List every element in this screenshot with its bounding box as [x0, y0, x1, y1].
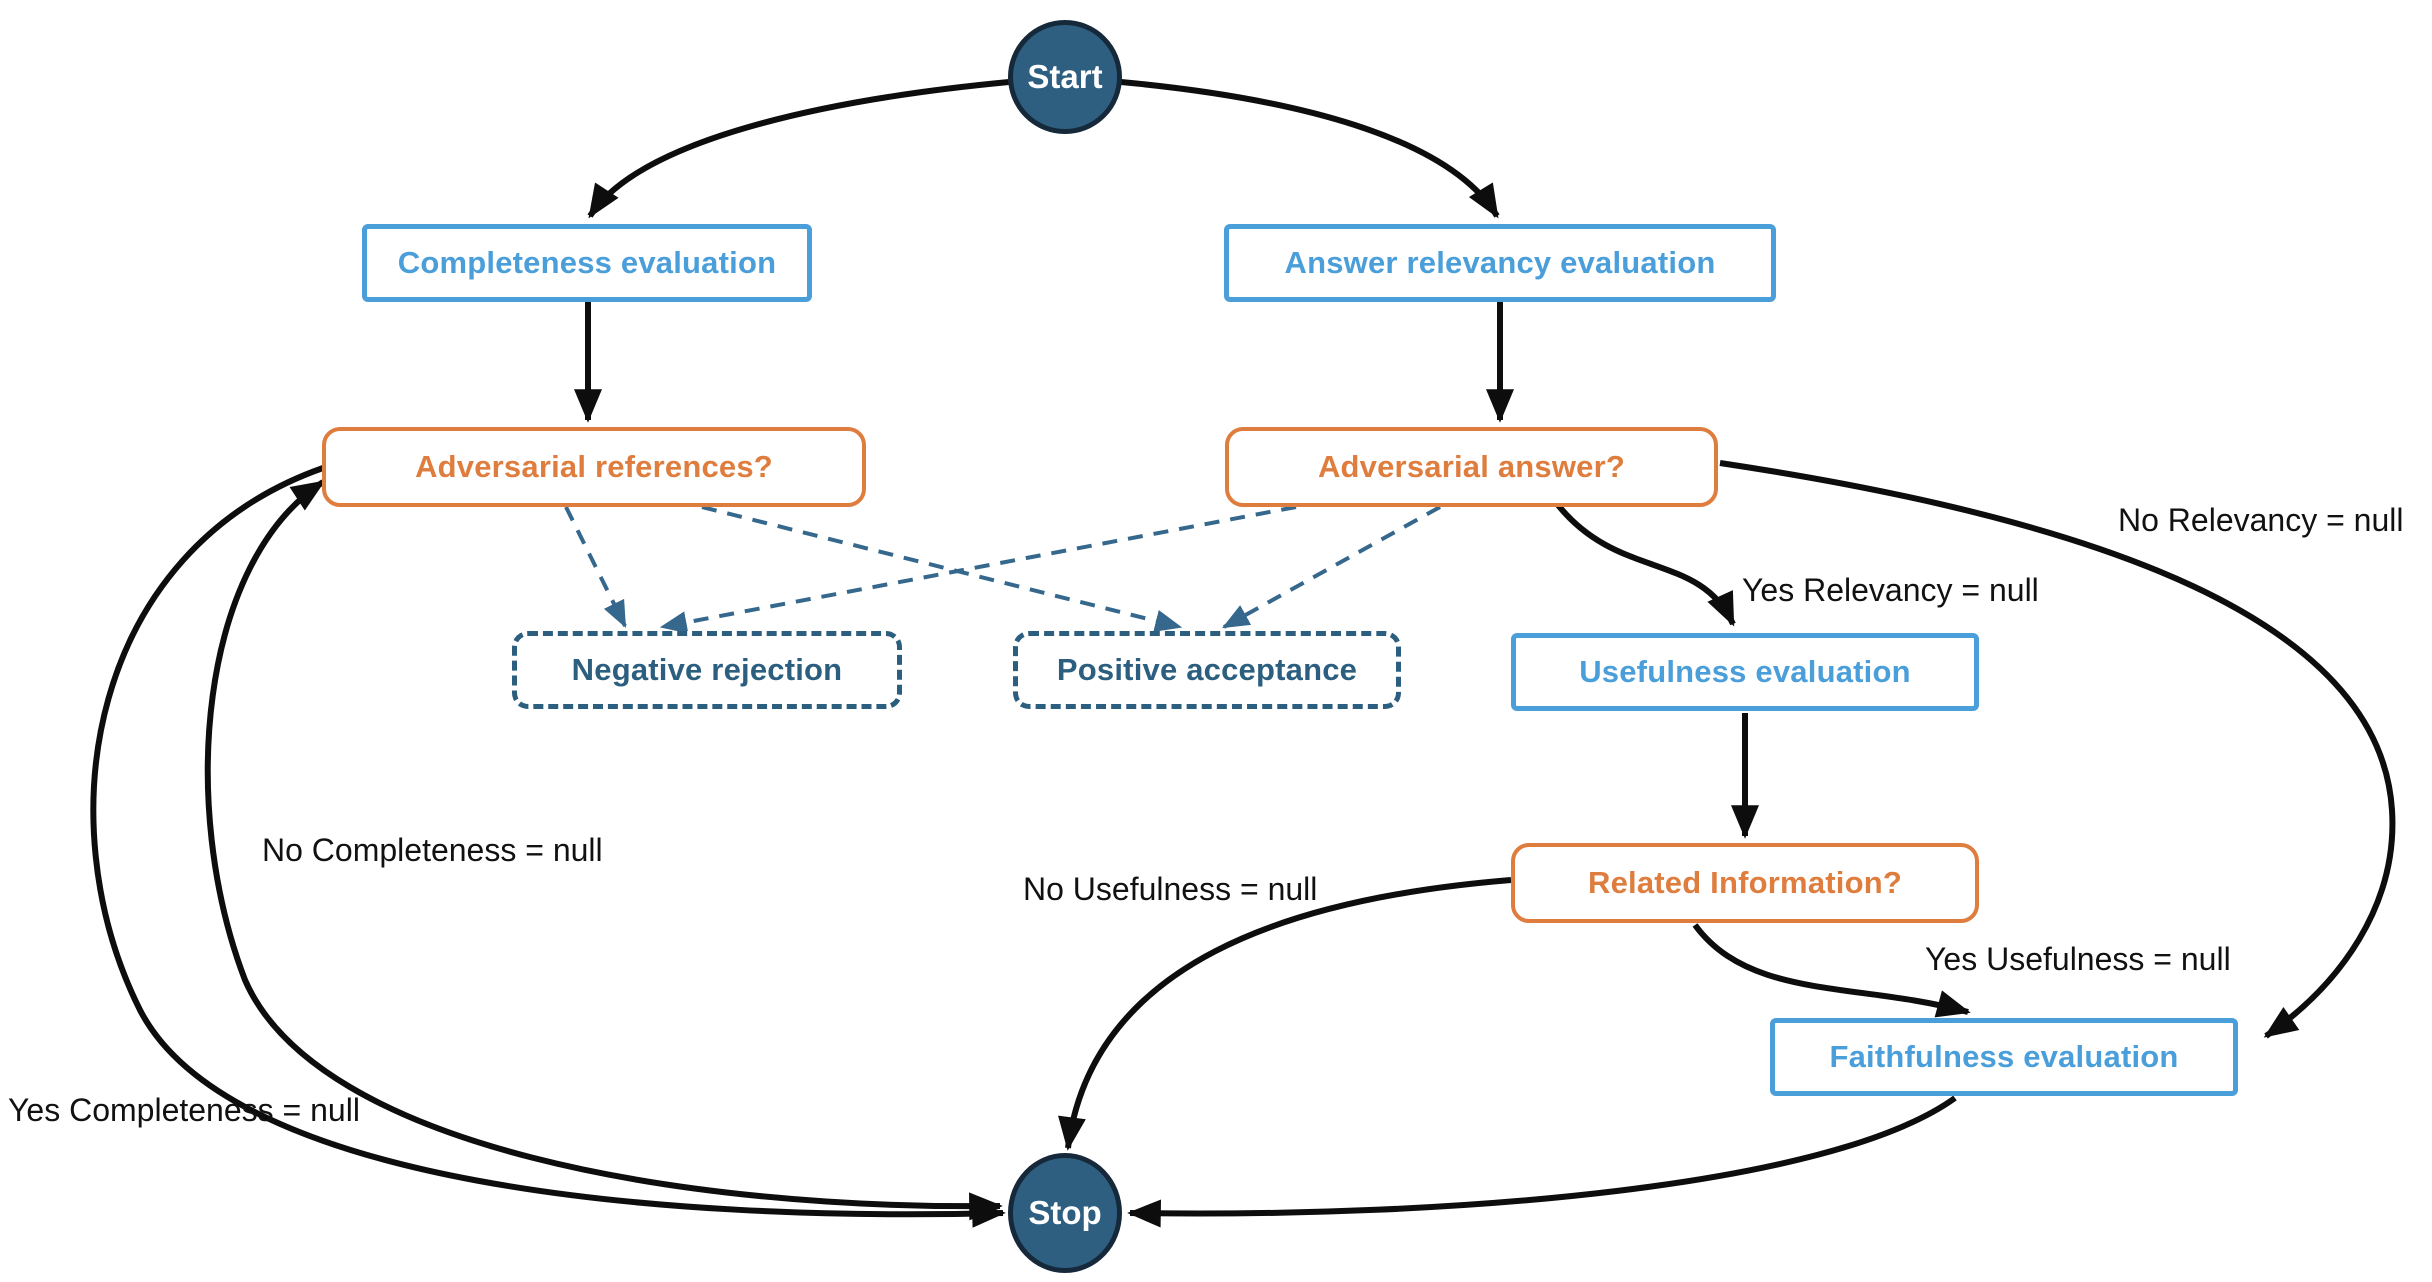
edge-faithfulness-to-stop: [1127, 1095, 1957, 1228]
start-node-label: Start: [1027, 58, 1103, 95]
negative-rejection-label: Negative rejection: [571, 652, 843, 687]
related-information-node: Related Information?: [1511, 843, 1979, 923]
adversarial-references-label: Adversarial references?: [415, 449, 773, 484]
edge-adversarial-references-to-stop-no: [204, 479, 1003, 1221]
edge-related-information-to-stop: [1058, 877, 1512, 1151]
usefulness-evaluation-node: Usefulness evaluation: [1511, 633, 1979, 711]
edge-label-no-usefulness: No Usefulness = null: [1023, 871, 1318, 907]
start-node: Start: [1008, 20, 1122, 134]
edge-adversarial-answer-to-negative-rejection: [659, 505, 1297, 634]
stop-node: Stop: [1008, 1153, 1122, 1273]
edge-adversarial-answer-to-usefulness: [1555, 503, 1736, 627]
edge-label-no-completeness: No Completeness = null: [262, 832, 603, 868]
usefulness-evaluation-label: Usefulness evaluation: [1579, 654, 1911, 689]
faithfulness-evaluation-node: Faithfulness evaluation: [1770, 1018, 2238, 1096]
completeness-evaluation-label: Completeness evaluation: [397, 245, 777, 280]
adversarial-answer-label: Adversarial answer?: [1317, 449, 1626, 484]
positive-acceptance-label: Positive acceptance: [1056, 652, 1358, 687]
edge-adversarial-answer-to-positive-acceptance: [1222, 505, 1441, 629]
edge-start-to-relevancy: [1120, 79, 1500, 219]
edge-adversarial-references-to-positive-acceptance: [701, 505, 1183, 632]
edge-label-yes-completeness: Yes Completeness = null: [8, 1092, 360, 1128]
adversarial-references-node: Adversarial references?: [322, 427, 866, 507]
positive-acceptance-node: Positive acceptance: [1013, 631, 1401, 709]
negative-rejection-node: Negative rejection: [512, 631, 902, 709]
edge-related-information-to-faithfulness: [1692, 923, 1971, 1018]
faithfulness-evaluation-label: Faithfulness evaluation: [1829, 1039, 2179, 1074]
edge-label-no-relevancy: No Relevancy = null: [2118, 502, 2404, 538]
edge-start-to-completeness: [587, 79, 1010, 219]
adversarial-answer-node: Adversarial answer?: [1225, 427, 1718, 507]
stop-node-label: Stop: [1028, 1194, 1102, 1231]
answer-relevancy-evaluation-label: Answer relevancy evaluation: [1284, 245, 1716, 280]
edge-label-yes-usefulness: Yes Usefulness = null: [1925, 941, 2231, 977]
edge-adversarial-references-to-negative-rejection: [564, 506, 627, 629]
edge-label-yes-relevancy: Yes Relevancy = null: [1742, 572, 2039, 608]
related-information-label: Related Information?: [1587, 865, 1902, 900]
edge-adversarial-answer-to-faithfulness: [1719, 460, 2396, 1039]
answer-relevancy-evaluation-node: Answer relevancy evaluation: [1224, 224, 1776, 302]
completeness-evaluation-node: Completeness evaluation: [362, 224, 812, 302]
